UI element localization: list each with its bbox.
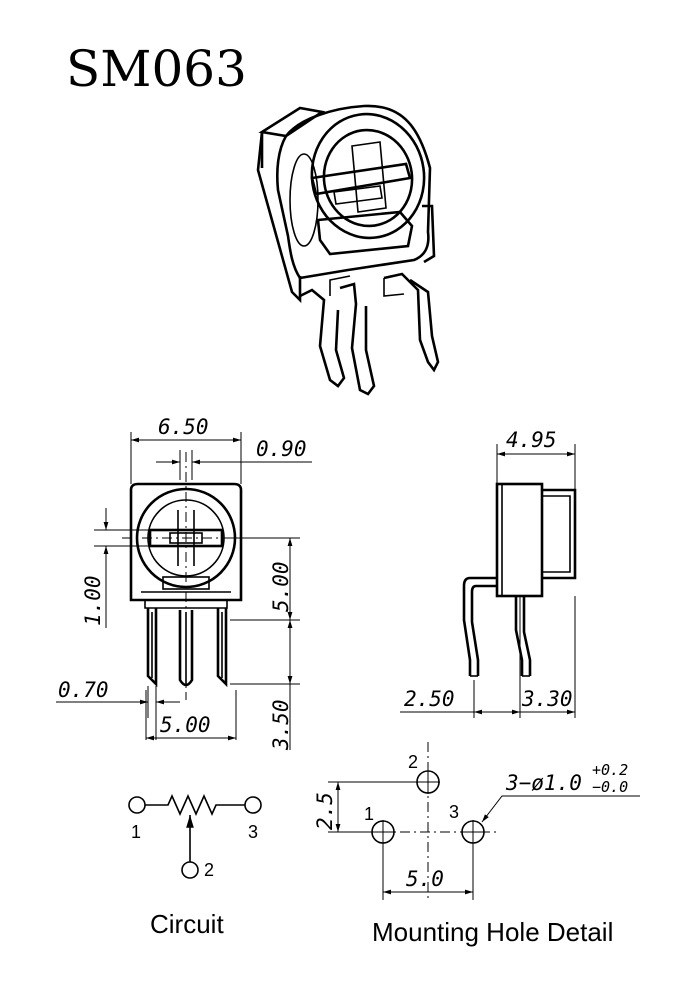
hole-spec: 3−ø1.0 xyxy=(505,771,582,795)
circuit-caption: Circuit xyxy=(150,909,224,939)
dim-offset-right: 3.30 xyxy=(521,687,573,711)
dim-pin-width: 0.70 xyxy=(58,678,109,702)
mounting-caption: Mounting Hole Detail xyxy=(372,917,613,947)
dim-width: 6.50 xyxy=(158,415,209,439)
dim-height-right: 5.00 xyxy=(269,561,293,612)
hole-label-2: 2 xyxy=(408,752,418,772)
dim-pin-pitch: 5.00 xyxy=(160,713,211,737)
dim-offset-left: 2.50 xyxy=(404,687,455,711)
dim-pin-length: 3.50 xyxy=(269,699,293,751)
circuit-pin-1: 1 xyxy=(131,822,141,842)
terminal-1 xyxy=(128,796,146,814)
terminal-2 xyxy=(181,861,199,879)
dim-hole-vertical: 2.5 xyxy=(313,792,337,830)
hole-tol-plus: +0.2 xyxy=(592,761,628,779)
circuit-pin-2: 2 xyxy=(204,860,214,880)
circuit-schematic: 1 3 2 Circuit xyxy=(128,794,262,939)
resistor-symbol xyxy=(145,794,245,816)
circuit-pin-3: 3 xyxy=(248,822,258,842)
hole-tol-minus: −0.0 xyxy=(592,778,628,796)
terminal-3 xyxy=(244,796,262,814)
dim-depth: 4.95 xyxy=(506,428,557,452)
dim-height-left: 1.00 xyxy=(81,575,105,626)
mounting-hole-detail: 2 1 3 2.5 5.0 3−ø1.0 +0.2 −0.0 Mounting … xyxy=(313,742,640,947)
hole-label-1: 1 xyxy=(364,804,374,824)
side-view: 4.95 2.50 3.30 xyxy=(400,428,577,718)
isometric-view xyxy=(256,104,440,396)
hole-label-3: 3 xyxy=(449,802,459,822)
dim-hole-horizontal: 5.0 xyxy=(406,867,444,891)
dim-slot: 0.90 xyxy=(256,437,307,461)
part-title: SM063 xyxy=(66,40,247,98)
front-view: 6.50 0.90 1.00 5.00 3.50 0.70 5.00 xyxy=(56,415,312,751)
